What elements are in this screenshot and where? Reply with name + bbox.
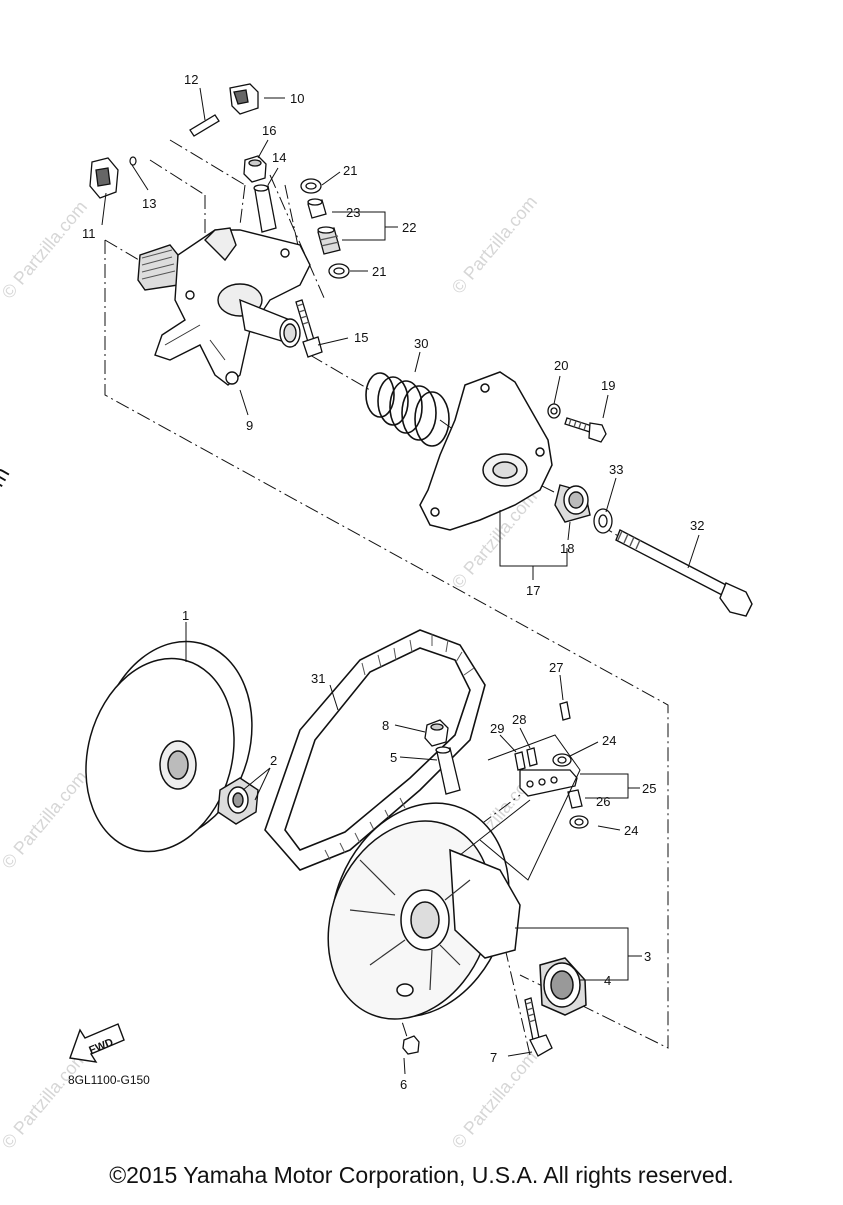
callout-29: 29 bbox=[490, 721, 504, 736]
part-9-hub bbox=[137, 227, 311, 386]
part-7-bolt bbox=[524, 997, 553, 1057]
callout-32: 32 bbox=[690, 518, 704, 533]
callout-25: 25 bbox=[642, 781, 656, 796]
callout-9: 9 bbox=[246, 418, 253, 433]
part-24-washer-bottom bbox=[569, 815, 589, 829]
callout-2: 2 bbox=[270, 753, 277, 768]
callout-17: 17 bbox=[526, 583, 540, 598]
part-25-arm bbox=[519, 769, 578, 797]
callout-8: 8 bbox=[382, 718, 389, 733]
diagram-code: 8GL1100-G150 bbox=[68, 1073, 150, 1087]
watermark-6: © Partzilla.com bbox=[0, 1047, 91, 1153]
part-29-pin bbox=[514, 751, 526, 771]
part-26-collar bbox=[567, 789, 583, 809]
part-33-washer bbox=[593, 508, 613, 534]
part-1-sheave bbox=[85, 640, 253, 853]
part-20-washer bbox=[547, 403, 561, 419]
callout-14: 14 bbox=[272, 150, 286, 165]
callout-6: 6 bbox=[400, 1077, 407, 1092]
callout-23: 23 bbox=[346, 205, 360, 220]
callout-13: 13 bbox=[142, 196, 156, 211]
part-10-weight bbox=[229, 83, 259, 115]
callout-labels: 1 2 3 4 5 6 7 8 9 10 11 12 13 14 15 16 1… bbox=[82, 72, 704, 1092]
callout-22: 22 bbox=[402, 220, 416, 235]
callout-10: 10 bbox=[290, 91, 304, 106]
callout-27: 27 bbox=[549, 660, 563, 675]
part-28-pin bbox=[526, 747, 538, 767]
part-14-collar bbox=[253, 184, 277, 233]
callout-5: 5 bbox=[390, 750, 397, 765]
callout-21-bottom: 21 bbox=[372, 264, 386, 279]
part-16-nut bbox=[243, 155, 267, 183]
callout-18: 18 bbox=[560, 541, 574, 556]
watermark-1: © Partzilla.com bbox=[0, 197, 91, 303]
callout-30: 30 bbox=[414, 336, 428, 351]
callout-11: 11 bbox=[82, 226, 96, 241]
watermark-2: © Partzilla.com bbox=[448, 192, 541, 298]
leader-lines bbox=[101, 87, 700, 1075]
part-24-washer-top bbox=[552, 753, 572, 767]
part-21-washer-bottom bbox=[328, 263, 350, 279]
callout-3: 3 bbox=[644, 949, 651, 964]
part-11-weight bbox=[89, 157, 119, 199]
part-6-cap bbox=[402, 1035, 420, 1055]
part-4-bushing bbox=[539, 957, 587, 1016]
part-5-collar bbox=[435, 746, 461, 795]
part-12-pin bbox=[189, 114, 220, 137]
callout-24-bottom: 24 bbox=[624, 823, 638, 838]
part-13-clip bbox=[129, 156, 137, 166]
part-23-bushing-top bbox=[307, 198, 327, 219]
callout-21-top: 21 bbox=[343, 163, 357, 178]
callout-15: 15 bbox=[354, 330, 368, 345]
callout-33: 33 bbox=[609, 462, 623, 477]
watermark-4: © Partzilla.com bbox=[0, 767, 91, 873]
part-21-washer-top bbox=[300, 178, 322, 194]
part-31-belt bbox=[264, 629, 486, 871]
part-19-bolt bbox=[564, 417, 607, 443]
callout-1: 1 bbox=[182, 608, 189, 623]
part-2-bushing bbox=[217, 777, 259, 825]
part-18-bushing bbox=[554, 484, 591, 523]
callout-24-top: 24 bbox=[602, 733, 616, 748]
callout-20: 20 bbox=[554, 358, 568, 373]
part-32-long-bolt bbox=[615, 529, 753, 617]
part-17-cover bbox=[419, 371, 553, 531]
callout-12: 12 bbox=[184, 72, 198, 87]
callout-7: 7 bbox=[490, 1050, 497, 1065]
callout-19: 19 bbox=[601, 378, 615, 393]
part-3-movable-sheave bbox=[327, 802, 521, 1020]
callout-16: 16 bbox=[262, 123, 276, 138]
fwd-arrow-icon: FWD bbox=[69, 1023, 125, 1063]
callout-26: 26 bbox=[596, 794, 610, 809]
part-27-pin bbox=[559, 701, 571, 721]
part-23-bushing-lower bbox=[317, 226, 341, 255]
part-8-nut bbox=[424, 719, 449, 747]
callout-28: 28 bbox=[512, 712, 526, 727]
callout-4: 4 bbox=[604, 973, 611, 988]
copyright-footer: ©2015 Yamaha Motor Corporation, U.S.A. A… bbox=[109, 1162, 734, 1188]
callout-31: 31 bbox=[311, 671, 325, 686]
part-15-bolt bbox=[295, 299, 323, 358]
part-30-spring bbox=[365, 372, 450, 447]
